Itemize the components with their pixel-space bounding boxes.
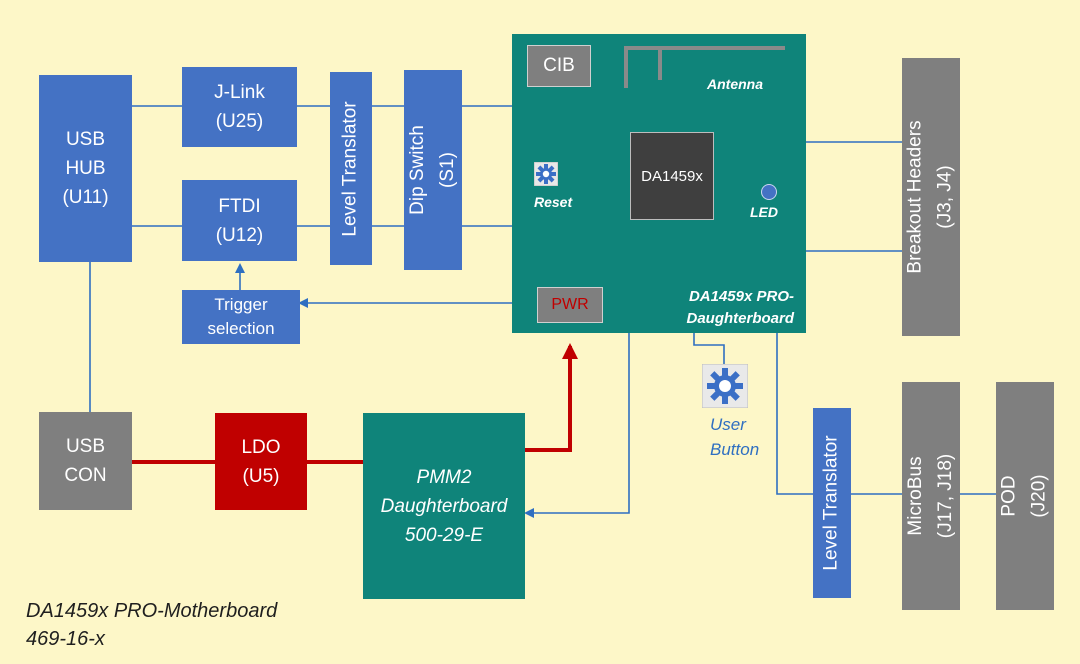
ftdi-block: FTDI (U12) xyxy=(182,180,297,261)
pmm2-line2: Daughterboard xyxy=(380,495,508,517)
breakout-headers-block: Breakout Headers (J3, J4) xyxy=(902,58,960,336)
trigger-selection-block: Trigger selection xyxy=(182,290,300,344)
usb-hub-block: USB HUB (U11) xyxy=(39,75,132,262)
motherboard-caption: DA1459x PRO-Motherboard 469-16-x xyxy=(26,597,277,653)
usb-con-block: USB CON xyxy=(39,412,132,510)
wire-board-pmm2 xyxy=(524,333,630,518)
motherboard-line2: 469-16-x xyxy=(26,628,105,650)
user-button-line2: Button xyxy=(710,440,760,459)
daughterboard-title: DA1459x PRO- Daughterboard xyxy=(686,286,794,330)
motherboard-line1: DA1459x PRO-Motherboard xyxy=(26,600,278,622)
pod-line1: POD xyxy=(998,475,1020,517)
user-button-line1: User xyxy=(710,415,746,434)
ldo-line2: (U5) xyxy=(242,465,280,487)
jlink-line2: (U25) xyxy=(215,111,264,132)
level-translator-bottom-label: Level Translator xyxy=(821,435,842,571)
trigger-line2: selection xyxy=(207,319,275,338)
dip-switch-line2: (S1) xyxy=(437,152,458,188)
ftdi-line2: (U12) xyxy=(215,224,264,246)
level-translator-top-label: Level Translator xyxy=(340,100,361,237)
dip-switch-block: Dip Switch (S1) xyxy=(404,70,462,270)
user-button-label: User Button xyxy=(702,412,778,462)
usb-con-line1: USB xyxy=(65,436,106,457)
power-pmm2-pwr xyxy=(525,343,578,452)
usb-hub-line3: (U11) xyxy=(62,187,109,208)
antenna-icon xyxy=(624,46,785,88)
breakout-line1: Breakout Headers xyxy=(905,120,926,274)
ldo-block: LDO (U5) xyxy=(215,413,307,510)
pmm2-line1: PMM2 xyxy=(416,466,472,488)
reset-label: Reset xyxy=(534,194,573,210)
jlink-block: J-Link (U25) xyxy=(182,67,297,147)
daughterboard-title-line2: Daughterboard xyxy=(686,310,794,327)
user-button-icon xyxy=(702,364,748,408)
pod-line2: (J20) xyxy=(1028,474,1050,518)
usb-hub-line2: HUB xyxy=(65,158,106,179)
microbus-line2: (J17, J18) xyxy=(935,453,957,539)
pwr-block: PWR xyxy=(537,287,603,323)
breakout-line2: (J3, J4) xyxy=(935,165,956,229)
microbus-block: MicroBus (J17, J18) xyxy=(902,382,960,610)
pmm2-line3: 500-29-E xyxy=(404,524,484,546)
wire-userbutton-board xyxy=(693,333,725,365)
led-label: LED xyxy=(750,204,778,220)
microbus-line1: MicroBus xyxy=(905,456,927,536)
ftdi-line1: FTDI xyxy=(218,195,261,217)
level-translator-top-block: Level Translator xyxy=(330,72,372,265)
trigger-line1: Trigger xyxy=(214,295,268,314)
jlink-line1: J-Link xyxy=(214,82,265,103)
led-icon xyxy=(761,184,777,200)
pmm2-daughterboard-block: PMM2 Daughterboard 500-29-E xyxy=(363,413,525,599)
chip-label: DA1459x xyxy=(641,167,703,185)
pwr-label: PWR xyxy=(551,296,589,313)
cib-label: CIB xyxy=(543,55,575,76)
dip-switch-line1: Dip Switch xyxy=(407,125,428,215)
daughterboard: CIB Antenna Reset DA1459x LED xyxy=(512,34,806,333)
ldo-line1: LDO xyxy=(241,436,281,458)
antenna-label: Antenna xyxy=(707,76,763,92)
wire-board-translator xyxy=(776,333,813,495)
usb-con-line2: CON xyxy=(64,465,107,486)
level-translator-bottom-block: Level Translator xyxy=(813,408,851,598)
daughterboard-title-line1: DA1459x PRO- xyxy=(688,288,794,305)
cib-block: CIB xyxy=(527,45,591,87)
usb-hub-line1: USB xyxy=(65,129,106,150)
da1459x-chip: DA1459x xyxy=(630,132,714,220)
pod-block: POD (J20) xyxy=(996,382,1054,610)
reset-button-icon xyxy=(534,162,558,186)
